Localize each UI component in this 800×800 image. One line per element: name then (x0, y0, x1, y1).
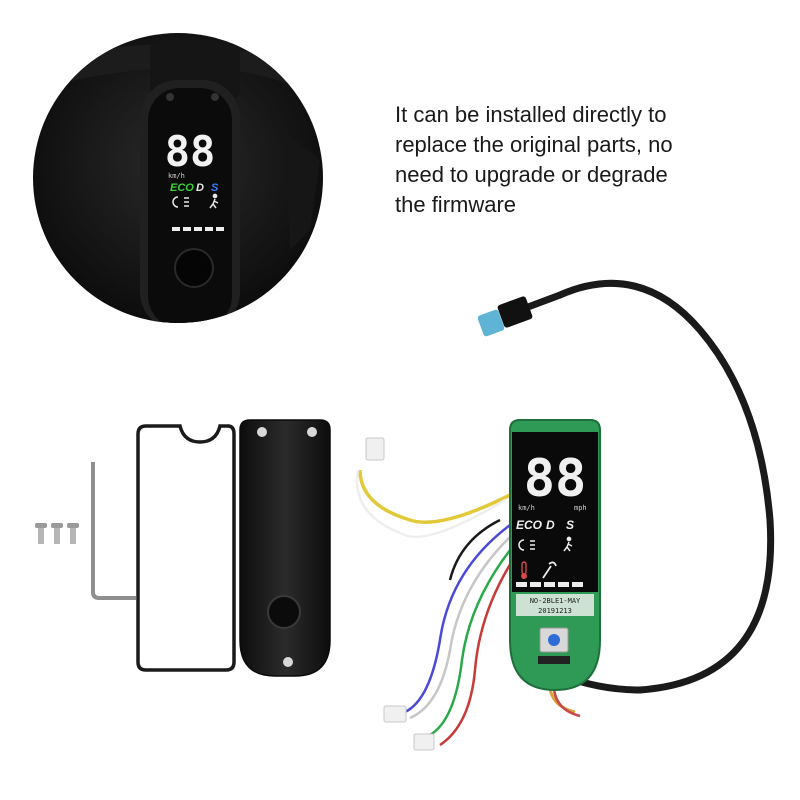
dash-mode-s: S (211, 182, 219, 194)
board-unit-mph: mph (574, 504, 587, 512)
dashboard-cover (239, 419, 331, 677)
main-cable (477, 279, 775, 718)
screw-icon (51, 523, 63, 544)
screws (35, 523, 79, 544)
board-label-line1: NO-2BLE1-MAY (530, 597, 581, 605)
screw-icon (35, 523, 47, 544)
white-connector (383, 705, 407, 723)
caption-line-3: need to upgrade or degrade (395, 162, 668, 187)
dash-speed-readout: 88 (165, 127, 216, 176)
board-mode-s: S (566, 518, 574, 532)
walk-mode-icon (563, 536, 573, 552)
headlight-icon (518, 539, 535, 551)
hex-wrench (91, 462, 136, 600)
white-connector (413, 733, 435, 751)
rubber-gasket (136, 424, 236, 672)
board-push-button (548, 634, 560, 646)
walk-mode-icon (209, 193, 219, 209)
wire-bundle (355, 469, 518, 747)
board-unit-kmh: km/h (518, 504, 535, 512)
dash-unit-kmh: km/h (168, 172, 185, 180)
board-mode-d: D (546, 518, 555, 532)
thermometer-icon (521, 561, 527, 579)
dash-battery-bars (172, 227, 224, 231)
headlight-icon (172, 196, 189, 208)
dash-power-button (174, 248, 214, 288)
caption-line-4: the firmware (395, 192, 517, 217)
screw-icon (67, 523, 79, 544)
board-mode-eco: ECO (516, 518, 543, 532)
installed-dashboard-photo: 88 km/h ECO D S (33, 33, 323, 323)
cable-connector (477, 309, 505, 337)
product-caption: It can be installed directly to replace … (395, 100, 755, 220)
dash-mode-eco: ECO (170, 182, 194, 194)
white-connector (365, 437, 385, 461)
caption-line-1: It can be installed directly to (395, 102, 667, 127)
dashboard-circuit-board: 88 km/h mph ECO D S NO-2BLE1-MAY 2019121… (509, 419, 601, 692)
caption-line-2: replace the original parts, no (395, 132, 673, 157)
board-speed-readout: 88 (524, 449, 587, 509)
wrench-icon (542, 561, 557, 579)
board-battery-bars (516, 582, 583, 587)
dash-mode-d: D (196, 182, 204, 194)
board-label-line2: 20191213 (538, 607, 572, 615)
